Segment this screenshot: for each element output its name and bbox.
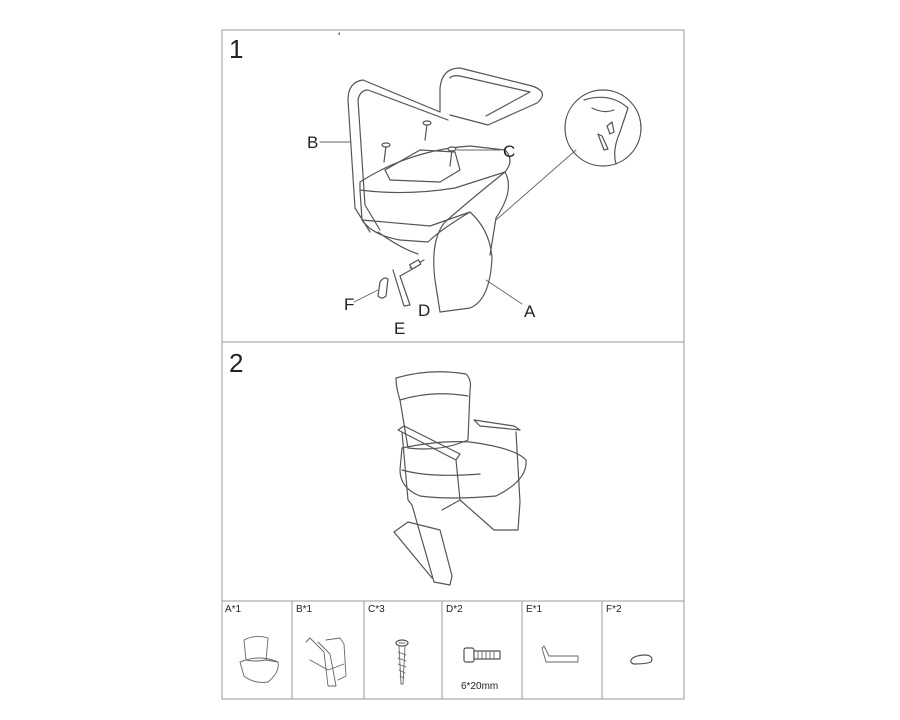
part-cell-c: C*3 <box>368 604 409 685</box>
callout-a: A <box>524 302 536 321</box>
backrest-seat-icon <box>239 635 279 683</box>
part-label-a: A*1 <box>225 604 242 615</box>
part-label-b: B*1 <box>296 604 313 615</box>
stray-mark: ' <box>338 30 340 44</box>
wood-screw-icon <box>395 639 409 685</box>
bolt-size: 6*20mm <box>461 681 498 692</box>
part-label-e: E*1 <box>526 604 543 615</box>
cap-part-f <box>377 277 389 299</box>
frame-part-b <box>347 67 543 233</box>
step-2-panel: 2 <box>221 341 685 602</box>
seat-surface <box>359 145 511 194</box>
frame-icon <box>305 637 347 687</box>
part-label-f: F*2 <box>606 604 622 615</box>
seat-back-part-a <box>359 171 506 313</box>
step-1-border <box>221 29 685 343</box>
callout-f: F <box>344 295 354 314</box>
allen-key-icon <box>541 645 579 663</box>
exploded-chair-drawing <box>319 67 577 313</box>
callout-e: E <box>394 319 405 338</box>
parts-list: A*1 B*1 C*3 <box>221 600 685 700</box>
callout-c: C <box>503 142 515 161</box>
step-2-border <box>221 341 685 602</box>
callout-d: D <box>418 301 430 320</box>
allen-key-part-e <box>392 266 417 307</box>
part-label-d: D*2 <box>446 604 463 615</box>
part-cell-b: B*1 <box>296 604 347 687</box>
cap-icon <box>630 654 653 665</box>
assembled-chair-drawing <box>393 371 527 586</box>
bolt-icon <box>463 647 501 663</box>
part-cell-e: E*1 <box>526 604 579 663</box>
screws-part-c <box>381 120 457 167</box>
callout-b: B <box>307 133 318 152</box>
bolt-part-d <box>409 259 425 270</box>
part-cell-a: A*1 <box>225 604 279 683</box>
part-label-c: C*3 <box>368 604 385 615</box>
step-2-number: 2 <box>229 348 243 378</box>
part-cell-d: D*2 6*20mm <box>446 604 501 692</box>
step-1-panel: 1 ' <box>221 29 685 343</box>
detail-magnifier <box>564 89 642 167</box>
part-cell-f: F*2 <box>606 604 653 665</box>
step-1-number: 1 <box>229 34 243 64</box>
